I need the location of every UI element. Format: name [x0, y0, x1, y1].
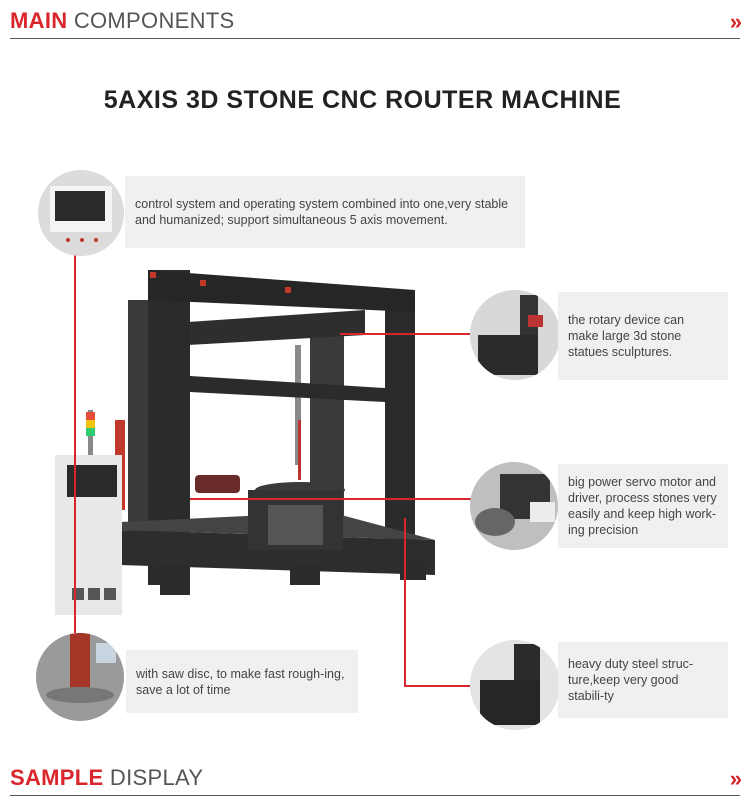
callout-servo: big power servo motor and driver, proces… — [558, 464, 728, 548]
connector-line-control — [74, 248, 76, 633]
connector-line-steel-vertical — [404, 518, 406, 686]
callout-control-system: control system and operating system comb… — [125, 176, 525, 248]
section-title-rest: COMPONENTS — [67, 8, 235, 33]
callout-rotary: the rotary device can make large 3d ston… — [558, 292, 728, 380]
connector-line-rotary — [340, 333, 472, 335]
section-title-accent: SAMPLE — [10, 765, 104, 790]
callout-control-text: control system and operating system comb… — [135, 197, 509, 227]
chevron-right-icon: » — [729, 766, 742, 791]
section-divider — [10, 795, 740, 796]
section-title-rest: DISPLAY — [103, 765, 204, 790]
saw-disc-photo — [36, 633, 124, 721]
control-panel-photo — [38, 170, 124, 256]
section-title-accent: MAIN — [10, 8, 68, 33]
callout-rotary-text: the rotary device can make large 3d ston… — [568, 313, 685, 359]
connector-line-servo — [190, 498, 472, 500]
section-divider — [10, 38, 740, 39]
callout-steel-text: heavy duty steel struc-ture,keep very go… — [568, 657, 694, 703]
connector-line-steel-horizontal — [404, 685, 472, 687]
section-title-main-components: MAIN COMPONENTS — [10, 8, 235, 34]
callout-saw-text: with saw disc, to make fast rough-ing, s… — [136, 666, 345, 697]
callout-servo-text: big power servo motor and driver, proces… — [568, 475, 717, 537]
callout-saw-disc: with saw disc, to make fast rough-ing, s… — [126, 650, 358, 713]
section-title-sample-display: SAMPLE DISPLAY — [10, 765, 203, 791]
callout-steel: heavy duty steel struc-ture,keep very go… — [558, 642, 728, 718]
servo-motor-photo — [470, 462, 558, 550]
rotary-device-photo — [470, 290, 560, 380]
steel-structure-photo — [470, 640, 560, 730]
page-title: 5AXIS 3D STONE CNC ROUTER MACHINE — [103, 86, 622, 114]
